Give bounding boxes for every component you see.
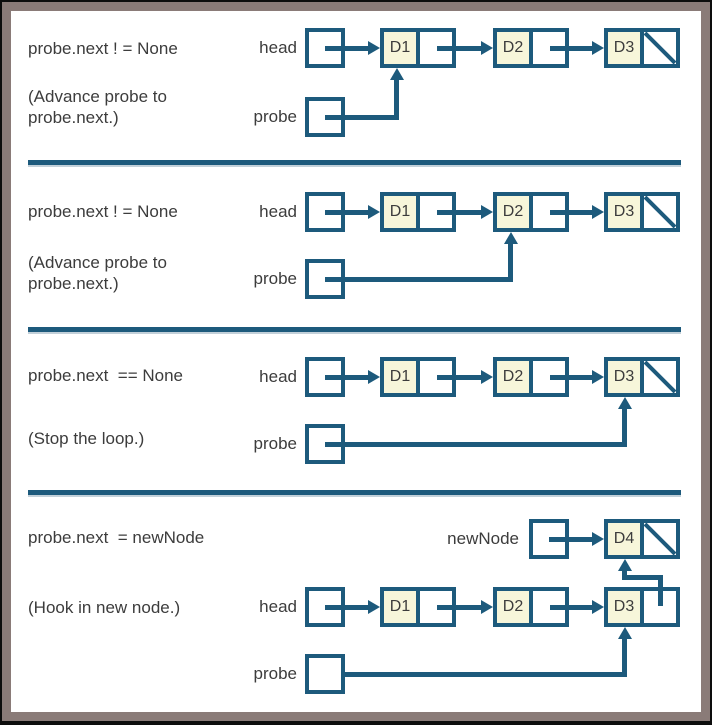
arrowhead-icon [618,627,632,639]
arrowhead-icon [618,559,632,571]
arrow-head-to-d1 [325,46,368,51]
node-d1: D1 [380,587,456,627]
node-d3: D3 [604,28,680,68]
probe-arrow-horizontal [325,115,399,120]
arrowhead-icon [504,232,518,244]
note-text: (Hook in new node.) [28,598,181,617]
arrowhead-icon [618,397,632,409]
node-data-cell: D2 [497,196,533,228]
arrow-d1-to-d2 [437,46,481,51]
null-slash-icon [644,523,676,555]
arrowhead-icon [368,370,380,384]
note-text: (Advance probe to probe.next.) [28,87,167,127]
node-d2: D2 [493,357,569,397]
node-data-cell: D1 [384,32,420,64]
node-data-cell: D3 [608,196,644,228]
arrow-head-to-d1 [325,375,368,380]
arrowhead-icon [368,41,380,55]
node-pointer-cell [644,32,676,64]
node-data-cell: D2 [497,591,533,623]
node-d3: D3 [604,192,680,232]
note-text: (Stop the loop.) [28,429,145,448]
arrowhead-icon [368,600,380,614]
arrow-head-to-d1 [325,210,368,215]
arrow-d2-to-d3 [550,210,592,215]
probe-arrow-horizontal [341,672,627,677]
panel-separator [28,327,681,332]
probe-arrow-vertical [622,409,627,447]
node-data-cell: D3 [608,591,644,623]
node-d3: D3 [604,587,680,627]
probe-label: probe [253,107,297,126]
arrow-d2-to-d3 [550,375,592,380]
null-slash-icon [644,196,676,228]
head-label: head [259,367,297,386]
node-d4: D4 [604,519,680,559]
arrowhead-icon [481,205,493,219]
newnode-label: newNode [447,529,519,548]
arrowhead-icon [592,532,604,546]
null-slash-icon [644,32,676,64]
arrowhead-icon [390,68,404,80]
probe-arrow-vertical [394,80,399,120]
node-data-cell: D1 [384,196,420,228]
note-text: (Advance probe to probe.next.) [28,253,167,293]
panel-separator [28,160,681,165]
arrowhead-icon [592,41,604,55]
arrow-d1-to-d2 [437,210,481,215]
arrowhead-icon [481,41,493,55]
arrowhead-icon [592,205,604,219]
arrowhead-icon [592,370,604,384]
figure-canvas [11,11,701,712]
node-d3: D3 [604,357,680,397]
node-data-cell: D3 [608,361,644,393]
arrow-d3-to-d4-vertical [622,571,627,580]
probe-label: probe [253,269,297,288]
arrow-d1-to-d2 [437,375,481,380]
arrow-newnode-to-d4 [549,537,592,542]
arrowhead-icon [481,370,493,384]
node-data-cell: D1 [384,361,420,393]
arrowhead-icon [592,600,604,614]
arrow-d3-to-d4-horizontal [622,575,663,580]
probe-arrow-horizontal [325,442,627,447]
head-label: head [259,38,297,57]
probe-arrow-vertical [508,244,513,282]
arrow-d2-to-d3 [550,605,592,610]
node-d2: D2 [493,28,569,68]
node-data-cell: D1 [384,591,420,623]
panel-separator [28,490,681,495]
statement-text: probe.next ! = None [28,202,178,221]
statement-text: probe.next = newNode [28,528,205,547]
head-label: head [259,202,297,221]
node-data-cell: D2 [497,361,533,393]
arrowhead-icon [368,205,380,219]
node-d2: D2 [493,192,569,232]
arrow-d3-to-d4-stub [658,578,663,606]
node-pointer-cell [644,523,676,555]
node-data-cell: D3 [608,32,644,64]
null-slash-icon [644,361,676,393]
probe-label: probe [253,664,297,683]
node-pointer-cell [644,196,676,228]
arrow-d2-to-d3 [550,46,592,51]
arrow-d1-to-d2 [437,605,481,610]
arrowhead-icon [481,600,493,614]
probe-arrow-vertical [622,639,627,677]
node-data-cell: D2 [497,32,533,64]
probe-pointer-box [305,654,345,694]
head-label: head [259,597,297,616]
node-data-cell: D4 [608,523,644,555]
node-pointer-cell [644,361,676,393]
statement-text: probe.next ! = None [28,39,178,58]
probe-label: probe [253,434,297,453]
arrow-head-to-d1 [325,605,368,610]
statement-text: probe.next == None [28,366,184,385]
probe-arrow-horizontal [325,277,513,282]
